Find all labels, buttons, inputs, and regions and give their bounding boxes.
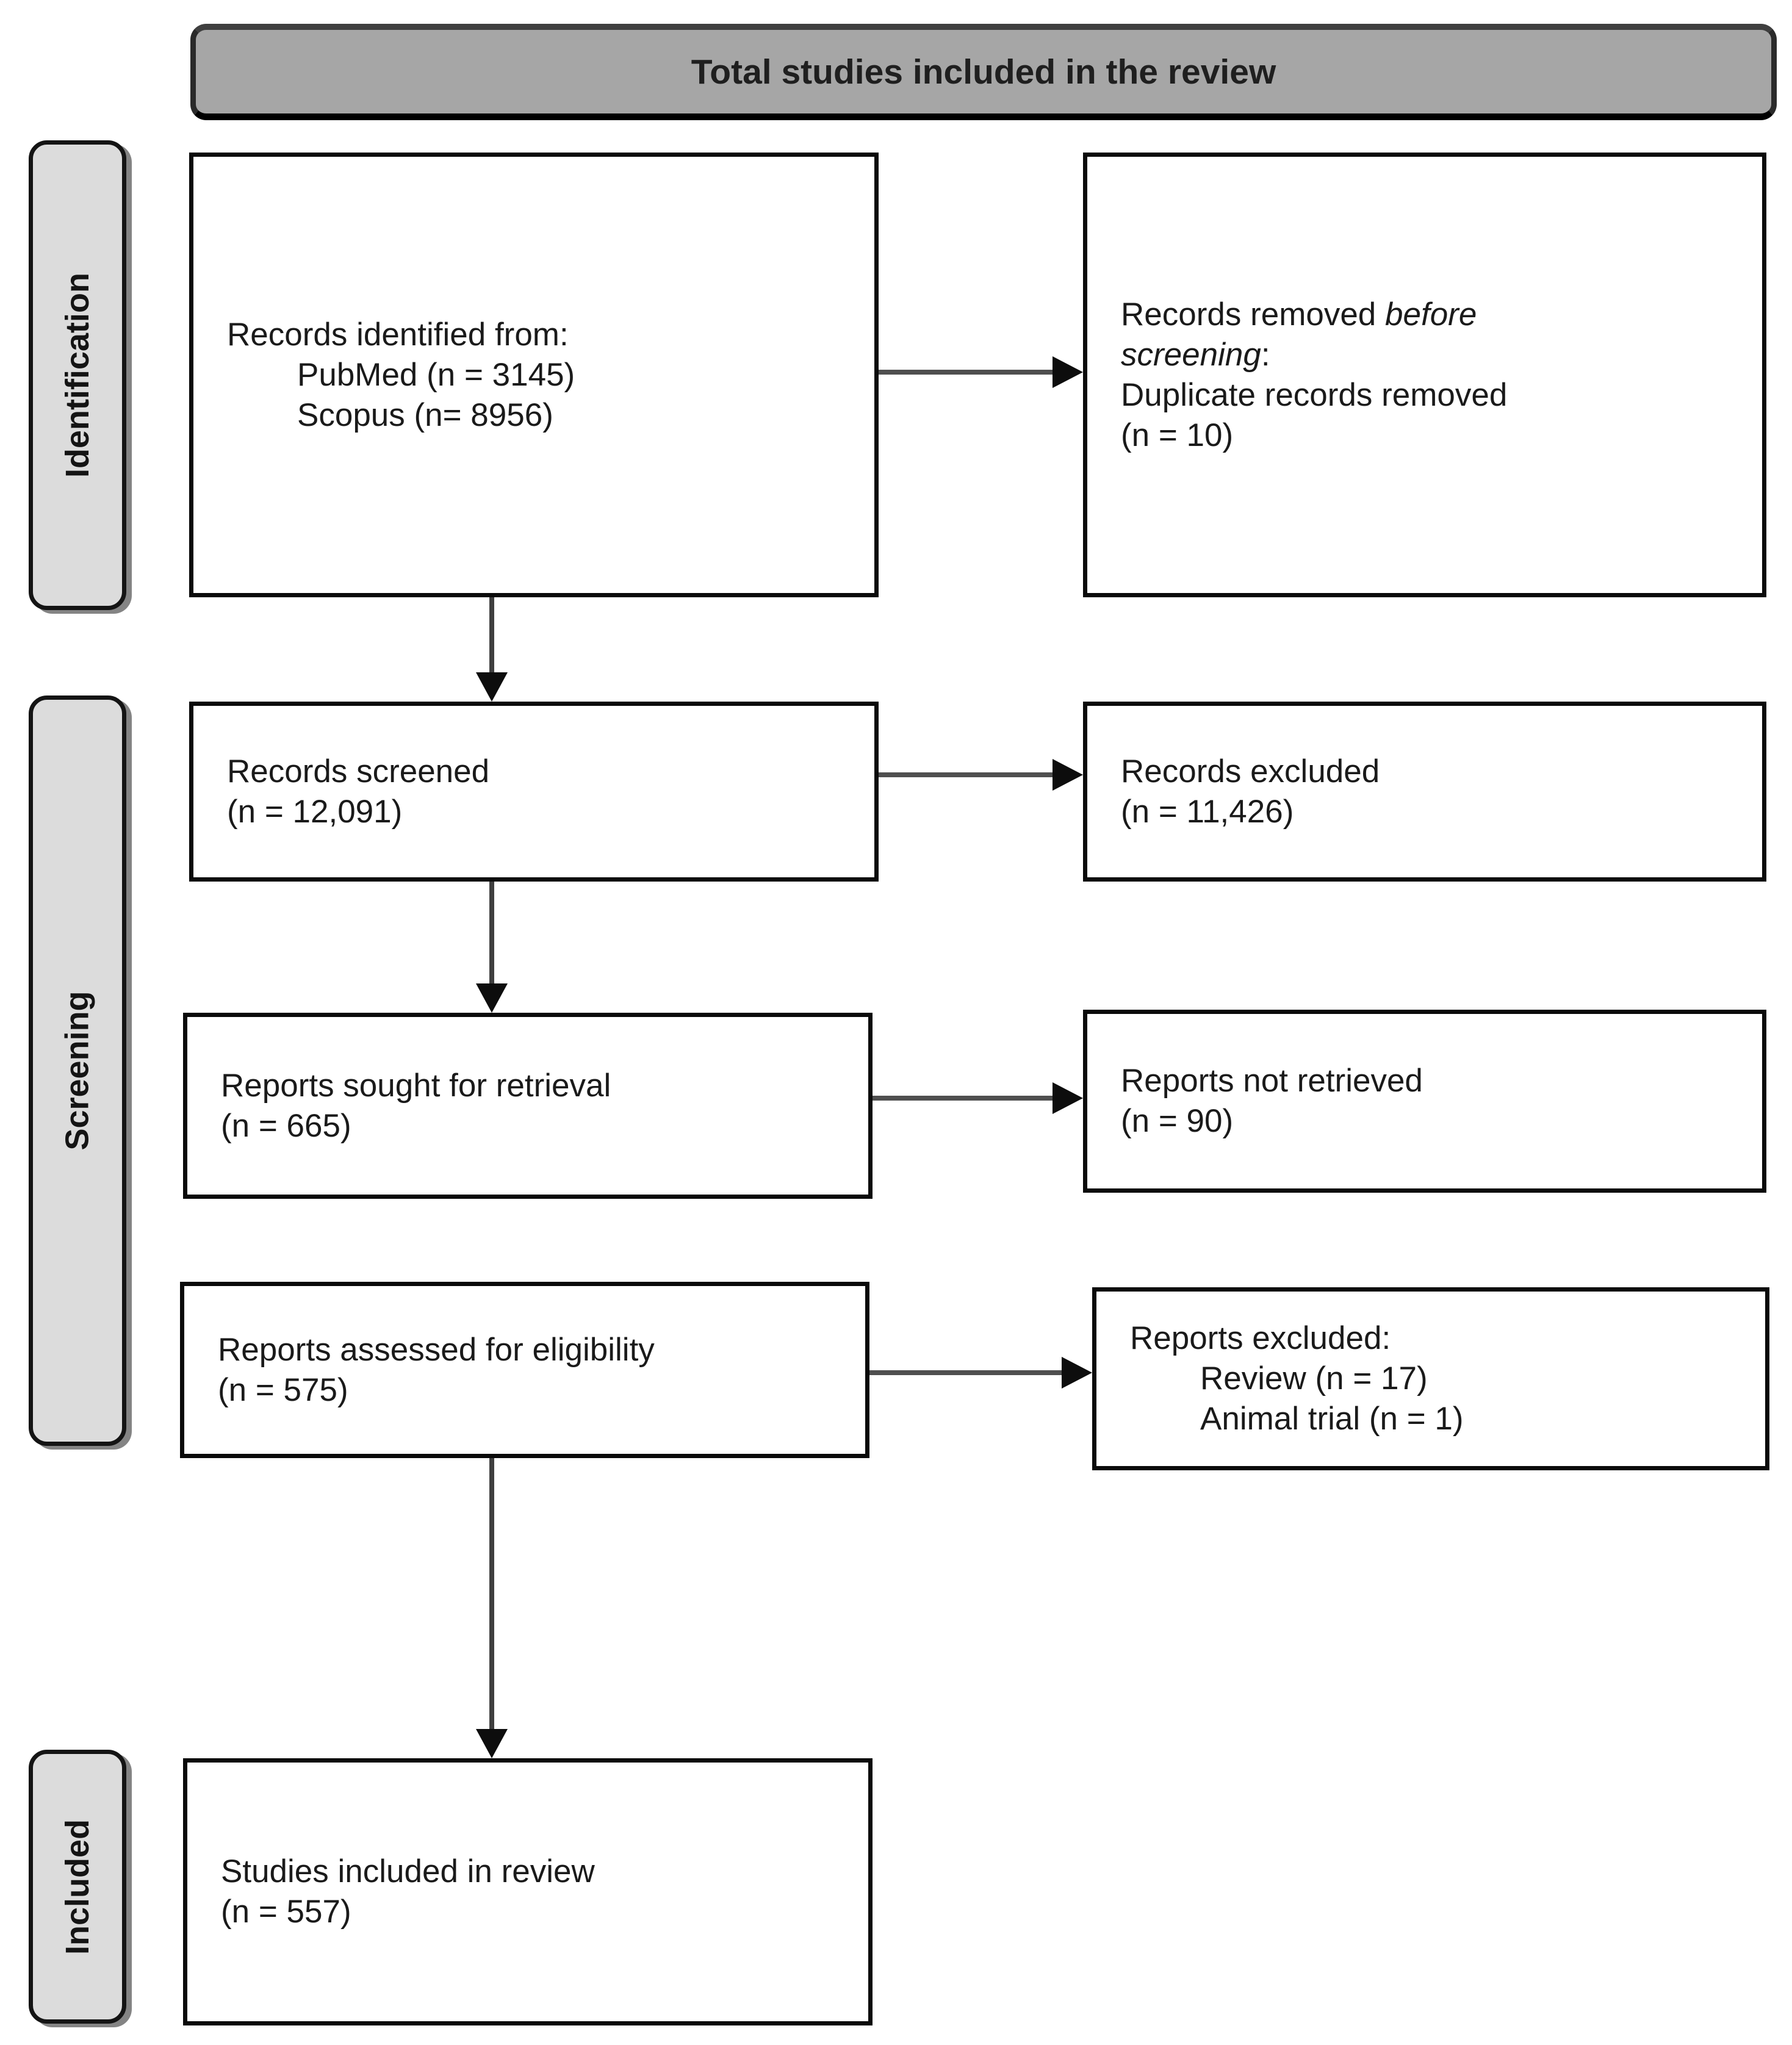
- stage-label-screening: Screening: [59, 991, 96, 1151]
- arrow-shaft: [489, 1458, 494, 1730]
- box-reports-excluded: Reports excluded: Review (n = 17) Animal…: [1092, 1287, 1769, 1470]
- box-records-excluded: Records excluded (n = 11,426): [1083, 702, 1766, 882]
- reports-excluded-animal-trial: Animal trial (n = 1): [1200, 1401, 1464, 1437]
- reports-assessed-line: Reports assessed for eligibility: [218, 1331, 655, 1368]
- records-screened-line: Records screened: [227, 753, 490, 789]
- reports-sought-line: Reports sought for retrieval: [221, 1067, 611, 1104]
- arrow-screened-to-excluded: [879, 759, 1083, 791]
- title-banner: Total studies included in the review: [190, 24, 1777, 120]
- arrow-assessed-to-excluded: [869, 1357, 1092, 1389]
- reports-excluded-review: Review (n = 17): [1200, 1360, 1428, 1396]
- arrow-down-head: [476, 672, 508, 702]
- records-removed-line1-normal: Records removed: [1121, 296, 1386, 332]
- stage-bar-identification: Identification: [29, 140, 126, 610]
- arrow-shaft: [879, 772, 1054, 777]
- arrow-shaft: [869, 1370, 1063, 1375]
- arrow-shaft: [873, 1096, 1054, 1101]
- arrow-right-head: [1062, 1357, 1092, 1389]
- reports-sought-count: (n = 665): [221, 1107, 351, 1144]
- arrow-sought-to-not-retrieved: [873, 1082, 1083, 1114]
- arrow-down-head: [476, 983, 508, 1013]
- box-reports-assessed: Reports assessed for eligibility (n = 57…: [180, 1282, 869, 1458]
- records-removed-line4: (n = 10): [1121, 417, 1234, 453]
- records-excluded-count: (n = 11,426): [1121, 793, 1294, 830]
- records-excluded-line: Records excluded: [1121, 753, 1380, 789]
- box-studies-included: Studies included in review (n = 557): [183, 1758, 873, 2025]
- records-removed-line1-italic: before: [1385, 296, 1477, 332]
- arrow-screened-to-sought: [476, 882, 508, 1013]
- arrow-shaft: [879, 370, 1054, 375]
- studies-included-line: Studies included in review: [221, 1853, 595, 1889]
- records-removed-line2: screening:: [1121, 335, 1750, 375]
- arrow-right-head: [1053, 759, 1083, 791]
- records-identified-line: Records identified from:: [227, 316, 569, 353]
- box-reports-not-retrieved: Reports not retrieved (n = 90): [1083, 1010, 1766, 1193]
- records-identified-scopus: Scopus (n= 8956): [297, 397, 553, 433]
- stage-label-included: Included: [59, 1819, 96, 1955]
- box-records-removed: Records removed before screening: Duplic…: [1083, 153, 1766, 597]
- stage-bar-screening: Screening: [29, 695, 126, 1446]
- box-reports-sought: Reports sought for retrieval (n = 665): [183, 1013, 873, 1199]
- arrow-identified-to-screened: [476, 597, 508, 702]
- records-removed-line1: Records removed before: [1121, 295, 1750, 335]
- records-removed-line2-italic: screening: [1121, 336, 1261, 373]
- arrow-assessed-to-included: [476, 1458, 508, 1758]
- records-identified-pubmed: PubMed (n = 3145): [297, 356, 575, 393]
- records-removed-line2-colon: :: [1261, 336, 1270, 373]
- stage-bar-included: Included: [29, 1750, 126, 2024]
- studies-included-count: (n = 557): [221, 1894, 351, 1930]
- arrow-shaft: [489, 597, 494, 674]
- box-records-screened: Records screened (n = 12,091): [189, 702, 879, 882]
- stage-label-identification: Identification: [59, 273, 96, 478]
- arrow-shaft: [489, 882, 494, 985]
- reports-assessed-count: (n = 575): [218, 1371, 348, 1408]
- arrow-right-head: [1053, 356, 1083, 388]
- reports-excluded-line: Reports excluded:: [1130, 1320, 1391, 1356]
- records-removed-line3: Duplicate records removed: [1121, 376, 1508, 413]
- reports-not-retrieved-count: (n = 90): [1121, 1103, 1234, 1139]
- arrow-identified-to-removed: [879, 356, 1083, 388]
- arrow-down-head: [476, 1729, 508, 1758]
- arrow-right-head: [1053, 1082, 1083, 1114]
- records-screened-count: (n = 12,091): [227, 793, 403, 830]
- title-banner-label: Total studies included in the review: [691, 52, 1276, 92]
- reports-not-retrieved-line: Reports not retrieved: [1121, 1063, 1423, 1099]
- box-records-identified: Records identified from: PubMed (n = 314…: [189, 153, 879, 597]
